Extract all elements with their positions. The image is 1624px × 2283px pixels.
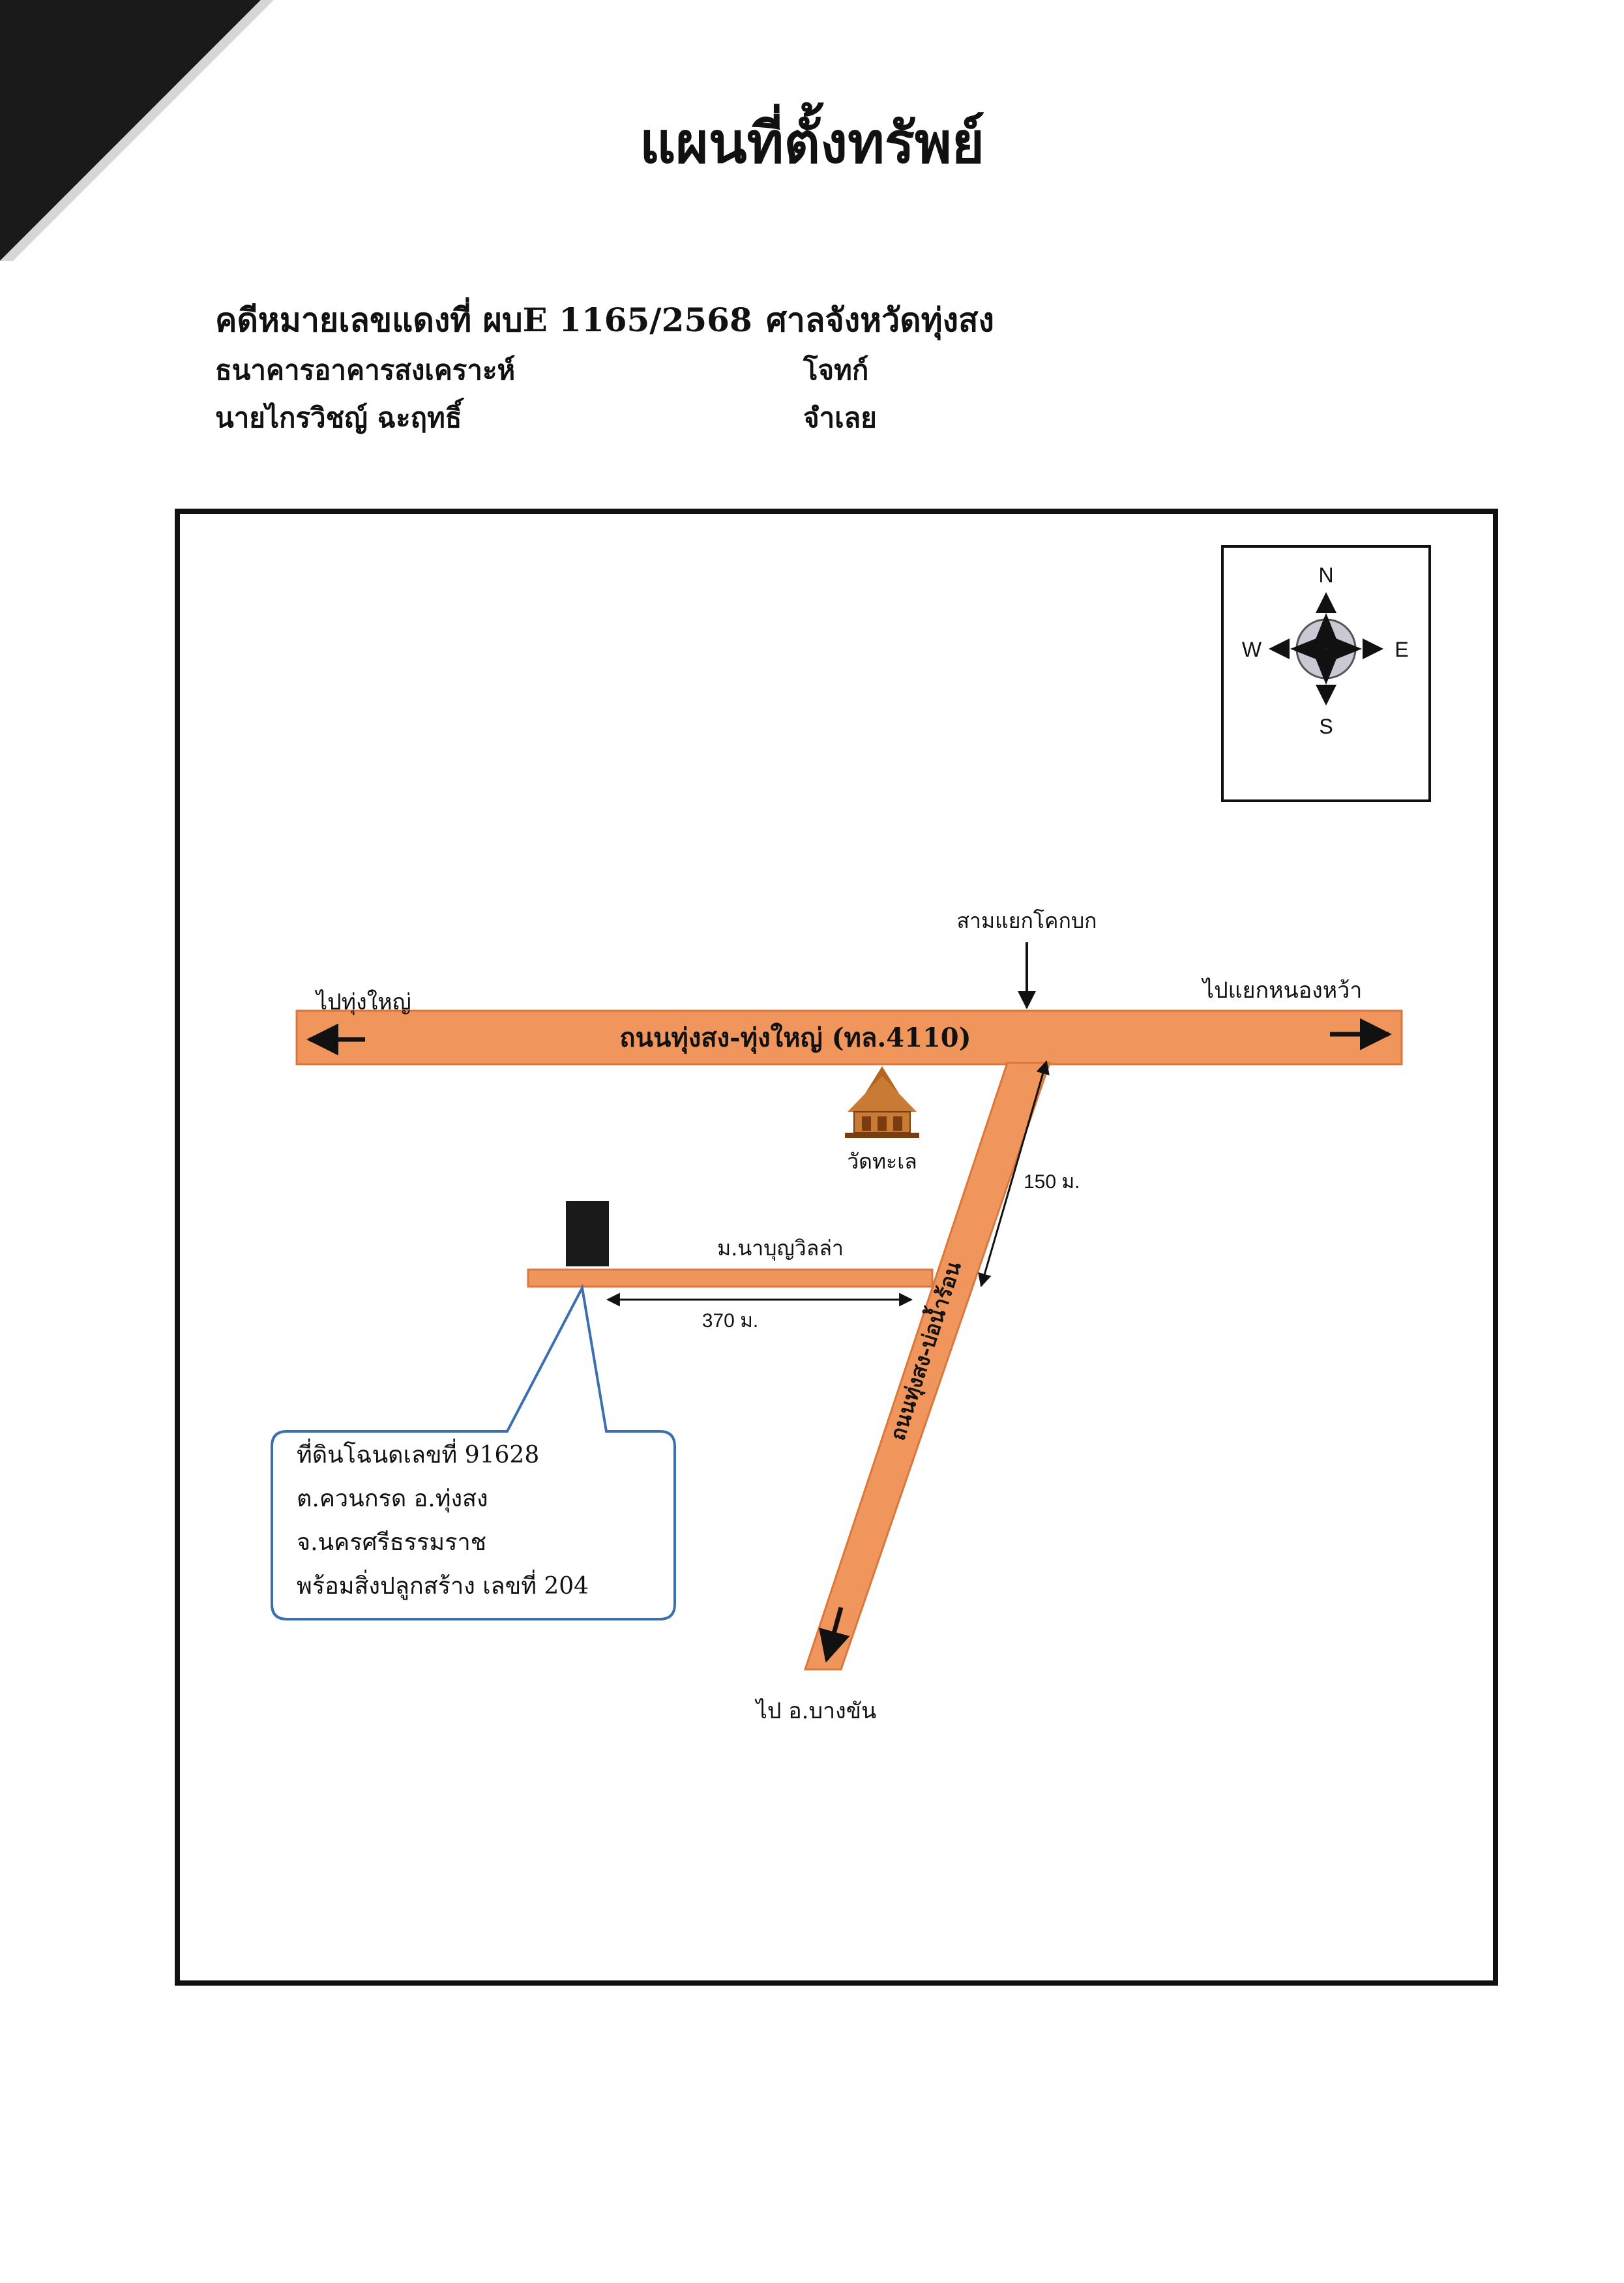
property-line-3: จ.นครศรีธรรมราช bbox=[297, 1529, 486, 1556]
distance-village-label: 370 ม. bbox=[702, 1310, 759, 1332]
compass-north-arrow bbox=[1316, 592, 1336, 613]
compass-e-label: E bbox=[1395, 638, 1408, 661]
plaintiff-role: โจทก์ bbox=[803, 354, 869, 386]
page-title: แผนที่ตั้งทรัพย์ bbox=[639, 110, 985, 176]
main-road bbox=[295, 1009, 1403, 1066]
compass-south-arrow bbox=[1316, 685, 1336, 706]
property-building-icon bbox=[566, 1201, 609, 1266]
compass: N S W E bbox=[1221, 545, 1431, 802]
main-road-label: ถนนทุ่งสง-ทุ่งใหญ่ (ทล.4110) bbox=[619, 1022, 971, 1054]
to-right-label: ไปแยกหนองหว้า bbox=[1201, 977, 1362, 1004]
temple-icon bbox=[845, 1066, 919, 1138]
distance-side-arrow bbox=[978, 1060, 1050, 1288]
distance-side-label: 150 ม. bbox=[1024, 1171, 1080, 1193]
case-number: คดีหมายเลขแดงที่ ผบE 1165/2568 bbox=[215, 301, 752, 339]
compass-west-arrow bbox=[1269, 638, 1290, 659]
village-road bbox=[527, 1268, 934, 1288]
compass-s-label: S bbox=[1319, 715, 1333, 738]
to-south-label: ไป อ.บางขัน bbox=[754, 1698, 876, 1724]
arrow-to-south-icon bbox=[819, 1607, 850, 1663]
defendant-role: จำเลย bbox=[803, 402, 877, 434]
compass-east-arrow bbox=[1363, 638, 1383, 659]
temple-label: วัดทะเล bbox=[847, 1149, 917, 1174]
compass-n-label: N bbox=[1318, 563, 1333, 587]
page-corner-fold bbox=[0, 0, 274, 261]
to-left-label: ไปทุ่งใหญ่ bbox=[314, 989, 411, 1015]
compass-w-label: W bbox=[1242, 638, 1262, 661]
plaintiff-name: ธนาคารอาคารสงเคราะห์ bbox=[215, 354, 516, 386]
property-line-4: พร้อมสิ่งปลูกสร้าง เลขที่ 204 bbox=[297, 1570, 589, 1600]
property-line-1: ที่ดินโฉนดเลขที่ 91628 bbox=[297, 1439, 539, 1469]
defendant-name: นายไกรวิชญ์ ฉะฤทธิ์ bbox=[215, 402, 462, 434]
property-line-2: ต.ควนกรด อ.ทุ่งสง bbox=[297, 1485, 488, 1513]
property-callout bbox=[271, 1283, 676, 1620]
village-label: ม.นาบุญวิลล่า bbox=[717, 1236, 844, 1261]
junction-label: สามแยกโคกบก bbox=[957, 908, 1097, 933]
court-name: ศาลจังหวัดทุ่งสง bbox=[766, 301, 994, 339]
